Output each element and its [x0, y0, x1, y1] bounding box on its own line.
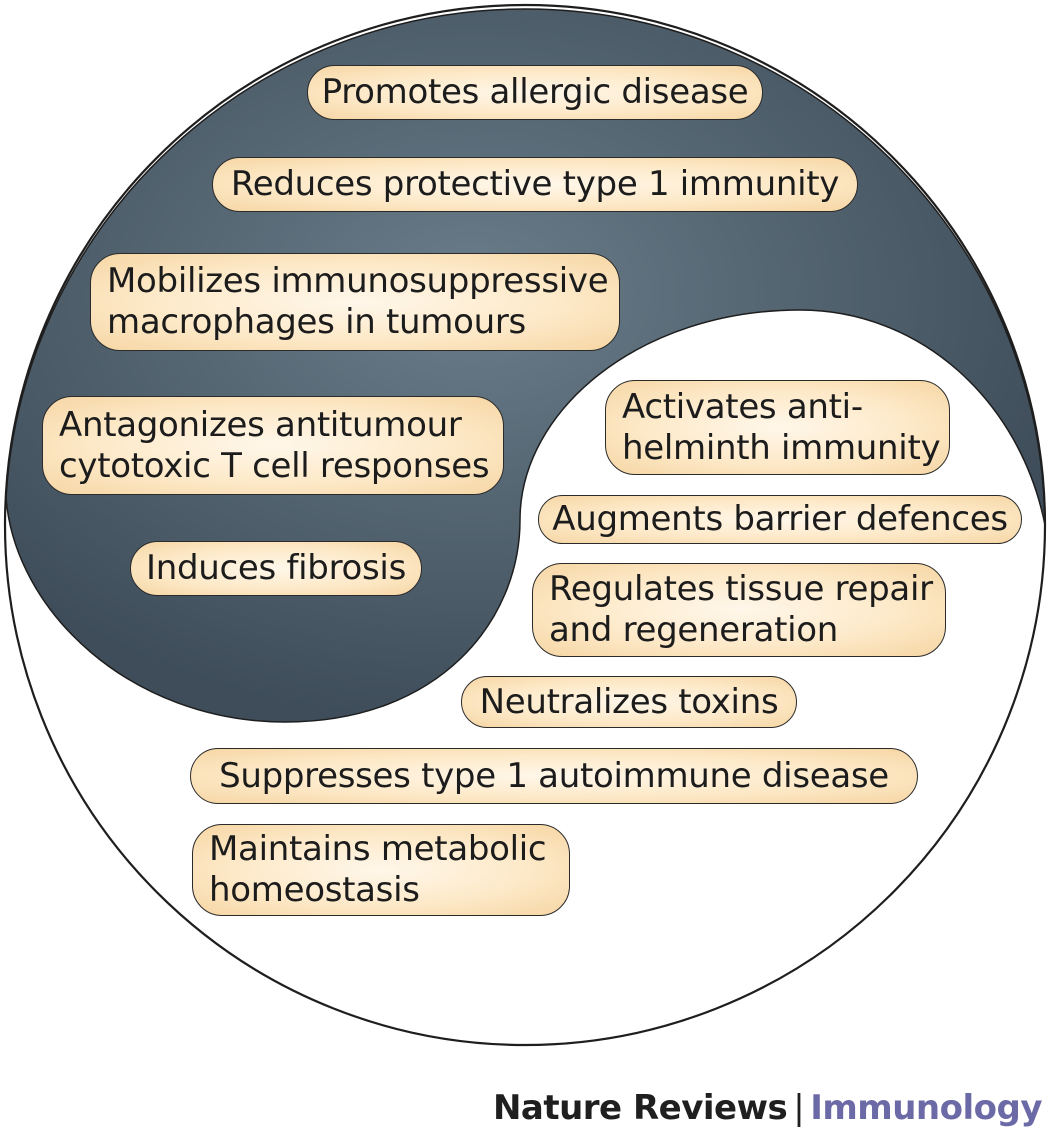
light-region-item: Neutralizes toxins [461, 676, 797, 728]
item-text-line: Mobilizes immunosuppressive [107, 261, 609, 301]
dark-region-item: Reduces protective type 1 immunity [212, 157, 858, 212]
item-text-line: Activates anti- [622, 386, 863, 427]
item-text-line: cytotoxic T cell responses [59, 445, 490, 486]
journal-credit: Nature Reviews|Immunology [492, 1088, 1043, 1128]
item-text-line: Promotes allergic disease [321, 72, 749, 112]
credit-separator: | [793, 1088, 805, 1128]
item-text-line: Maintains metabolic [209, 829, 547, 869]
item-text-line: Neutralizes toxins [479, 681, 779, 722]
item-text-line: Antagonizes antitumour [59, 404, 462, 445]
item-text-line: Suppresses type 1 autoimmune disease [219, 755, 889, 796]
dark-region-item: Induces fibrosis [130, 541, 422, 596]
light-region-item: Suppresses type 1 autoimmune disease [190, 748, 918, 804]
light-region-item: Activates anti-helminth immunity [605, 380, 950, 475]
item-text-line: helminth immunity [622, 427, 941, 468]
item-text-line: Regulates tissue repair [549, 569, 933, 609]
item-text-line: Reduces protective type 1 immunity [230, 164, 840, 204]
light-region-item: Augments barrier defences [538, 495, 1022, 544]
item-text-line: and regeneration [549, 610, 839, 650]
item-text-line: Augments barrier defences [552, 499, 1008, 539]
outer-circle-outline [3, 3, 1047, 1047]
dark-region-item: Promotes allergic disease [307, 65, 763, 120]
item-text-line: homeostasis [209, 870, 420, 910]
journal-section: Immunology [810, 1088, 1042, 1128]
item-text-line: Induces fibrosis [146, 548, 406, 588]
item-text-line: macrophages in tumours [107, 302, 526, 342]
journal-name: Nature Reviews [492, 1088, 788, 1128]
